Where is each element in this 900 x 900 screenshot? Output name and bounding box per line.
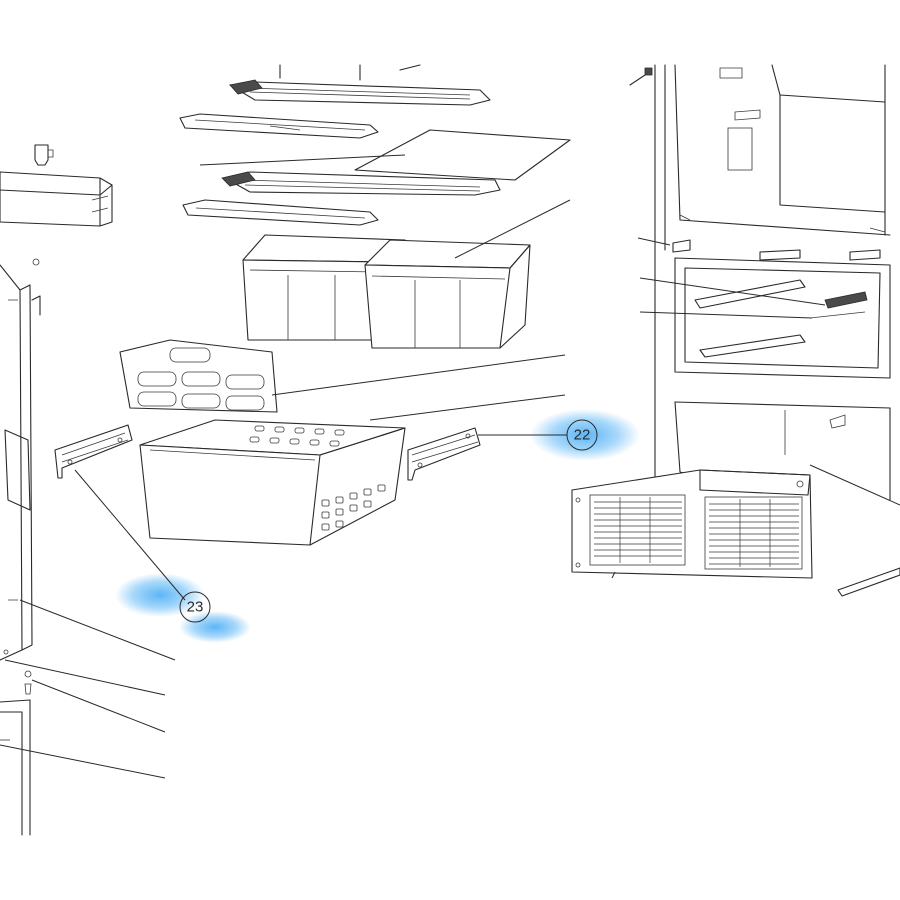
door-bin bbox=[0, 144, 113, 227]
top-shelf-assembly bbox=[179, 64, 491, 139]
lower-door-frame bbox=[0, 649, 32, 836]
callout-23: 23 bbox=[179, 591, 211, 623]
glass-panel bbox=[199, 129, 571, 181]
callout-23-label: 23 bbox=[187, 599, 204, 616]
callout-22-label: 22 bbox=[574, 427, 591, 444]
callout-highlight-23 bbox=[115, 573, 251, 643]
cabinet-body bbox=[629, 64, 900, 597]
drawer-divider bbox=[119, 339, 566, 413]
freezer-basket bbox=[139, 394, 566, 546]
callout-22: 22 bbox=[566, 419, 598, 451]
drawer-slide-rail-right bbox=[407, 427, 567, 481]
drawer-slide-rail-left bbox=[54, 424, 186, 601]
bottom-grille bbox=[571, 469, 813, 579]
callout-highlight-22 bbox=[530, 409, 640, 461]
middle-shelf-assembly bbox=[182, 171, 501, 226]
left-leader-lines bbox=[0, 599, 176, 779]
left-door bbox=[0, 258, 41, 661]
crisper-drawer-right bbox=[364, 199, 571, 349]
